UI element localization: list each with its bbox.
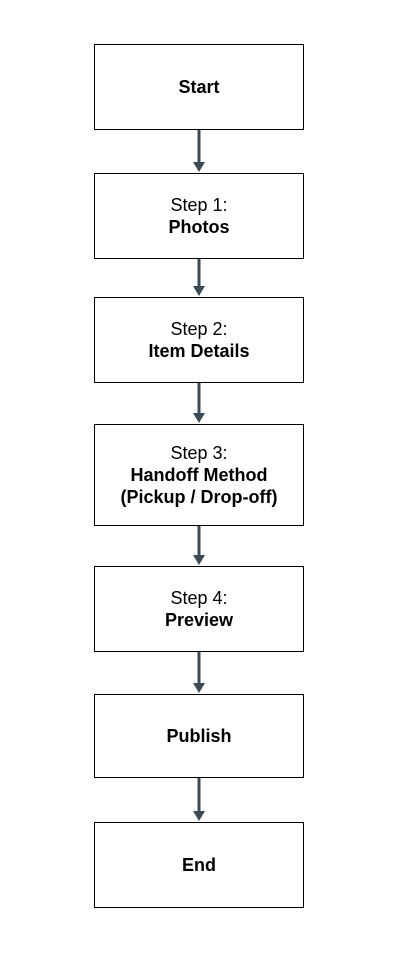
node-end-label: End (182, 855, 216, 875)
connector-arrow-step1-to-step2 (193, 259, 205, 296)
connector-arrow-step3-to-step4 (193, 526, 205, 565)
node-start-label: Start (178, 77, 220, 97)
arrowhead (193, 811, 205, 821)
connector-arrow-step4-to-publish (193, 652, 205, 693)
connector-arrow-step2-to-step3 (193, 383, 205, 423)
arrowhead (193, 555, 205, 565)
node-step-1-title: Photos (168, 217, 230, 237)
arrowhead (193, 162, 205, 172)
node-step-2-item-details: Step 2: Item Details (94, 297, 304, 383)
node-step-1-photos: Step 1: Photos (94, 173, 304, 259)
node-end: End (94, 822, 304, 908)
arrowhead (193, 286, 205, 296)
connector-arrow-publish-to-end (193, 778, 205, 821)
arrowhead (193, 413, 205, 423)
node-step-1-number: Step 1: (170, 195, 228, 215)
node-step-2-number: Step 2: (170, 319, 228, 339)
node-step-4-number: Step 4: (170, 588, 228, 608)
node-step-4-title: Preview (164, 610, 234, 630)
node-step-3-handoff-method: Step 3: Handoff Method (Pickup / Drop-of… (94, 424, 304, 526)
node-step-2-title: Item Details (148, 341, 250, 361)
node-step-3-title: Handoff Method (130, 465, 268, 485)
node-start: Start (94, 44, 304, 130)
node-publish-label: Publish (166, 726, 232, 746)
node-publish: Publish (94, 694, 304, 778)
node-step-3-number: Step 3: (170, 443, 228, 463)
connector-arrow-start-to-step1 (193, 130, 205, 172)
node-step-3-title-options: (Pickup / Drop-off) (120, 487, 278, 507)
arrowhead (193, 683, 205, 693)
node-step-4-preview: Step 4: Preview (94, 566, 304, 652)
